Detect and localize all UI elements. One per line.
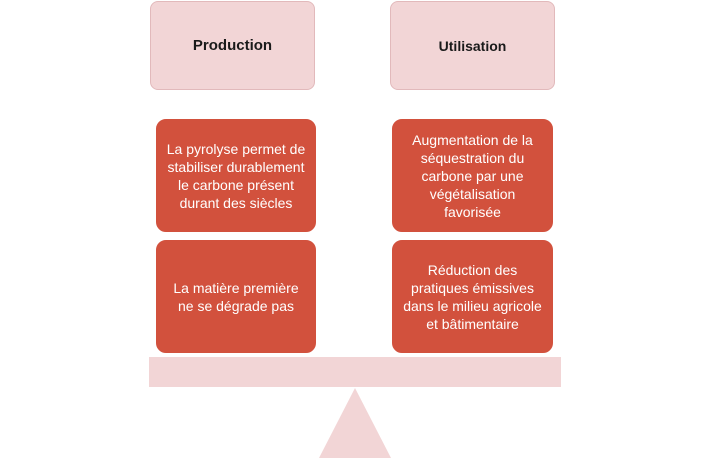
header-utilisation-label: Utilisation [438, 37, 507, 54]
header-production-label: Production [192, 37, 273, 54]
utilisation-card-2-text: Réduction des pratiques émissives dans l… [403, 261, 542, 332]
balance-fulcrum [319, 388, 391, 458]
production-card-2: La matière première ne se dégrade pas [154, 238, 318, 355]
production-card-2-text: La matière première ne se dégrade pas [173, 279, 299, 314]
production-card-1-text: La pyrolyse permet de stabiliser durable… [166, 140, 306, 211]
utilisation-card-1: Augmentation de la séquestration du carb… [390, 117, 555, 234]
header-production: Production [150, 1, 315, 90]
fulcrum-triangle [319, 388, 391, 458]
header-utilisation: Utilisation [390, 1, 555, 90]
utilisation-card-2: Réduction des pratiques émissives dans l… [390, 238, 555, 355]
production-card-1: La pyrolyse permet de stabiliser durable… [154, 117, 318, 234]
balance-beam [149, 357, 561, 387]
utilisation-card-1-text: Augmentation de la séquestration du carb… [412, 131, 533, 220]
